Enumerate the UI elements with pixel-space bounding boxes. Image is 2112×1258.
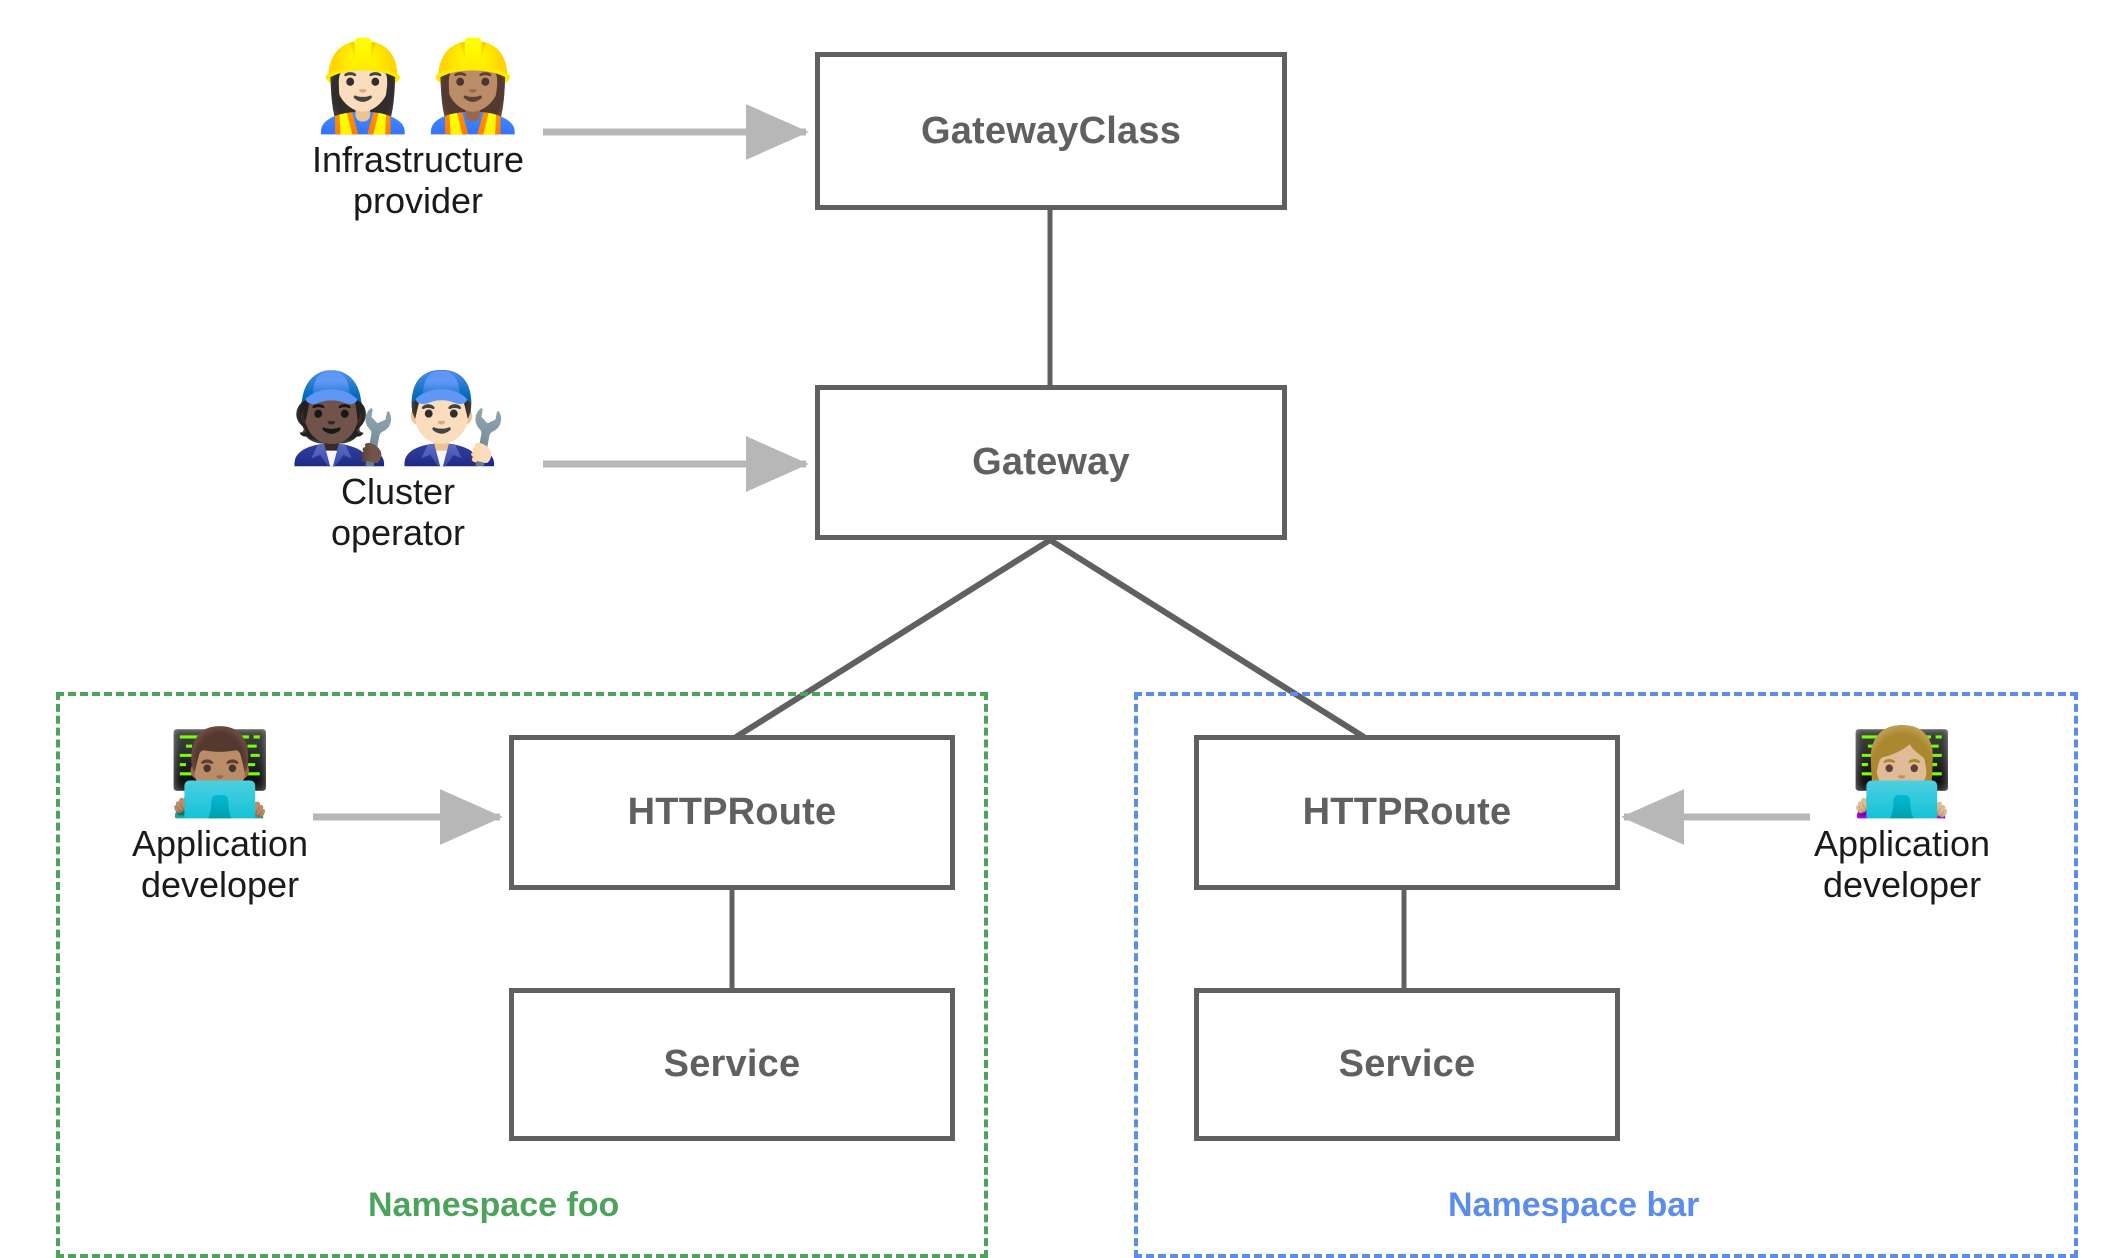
- persona-cluster-operator-label: Cluster operator: [330, 471, 466, 553]
- node-gateway-label: Gateway: [972, 441, 1130, 483]
- mechanic-pair-icon: 🧑🏿‍🔧👨🏻‍🔧: [288, 366, 508, 469]
- persona-application-developer-foo-label: Application developer: [131, 823, 309, 905]
- node-httproute-bar-label: HTTPRoute: [1302, 791, 1512, 833]
- namespace-bar-container: [1134, 692, 2078, 1258]
- node-service-bar[interactable]: Service: [1194, 988, 1620, 1141]
- namespace-foo-label: Namespace foo: [368, 1186, 620, 1224]
- node-httproute-bar[interactable]: HTTPRoute: [1194, 735, 1620, 890]
- node-gatewayclass[interactable]: GatewayClass: [815, 52, 1287, 210]
- node-gatewayclass-label: GatewayClass: [920, 109, 1182, 152]
- persona-infrastructure-provider-label: Infrastructure provider: [311, 139, 525, 221]
- persona-infrastructure-provider: 👷🏻‍♀️👷🏽‍♀️ Infrastructure provider: [238, 34, 598, 221]
- woman-technologist-icon: 👩🏼‍💻: [1849, 723, 1955, 821]
- man-technologist-icon: 👨🏽‍💻: [167, 723, 273, 821]
- persona-application-developer-bar-label: Application developer: [1813, 823, 1991, 905]
- namespace-bar-label: Namespace bar: [1448, 1186, 1700, 1224]
- node-service-bar-label: Service: [1338, 1043, 1476, 1085]
- node-httproute-foo[interactable]: HTTPRoute: [509, 735, 955, 890]
- node-service-foo[interactable]: Service: [509, 988, 955, 1141]
- woman-construction-worker-pair-icon: 👷🏻‍♀️👷🏽‍♀️: [308, 34, 528, 137]
- persona-cluster-operator: 🧑🏿‍🔧👨🏻‍🔧 Cluster operator: [218, 366, 578, 553]
- node-httproute-foo-label: HTTPRoute: [627, 791, 837, 833]
- persona-application-developer-bar: 👩🏼‍💻 Application developer: [1722, 728, 2082, 905]
- node-gateway[interactable]: Gateway: [815, 385, 1287, 540]
- node-service-foo-label: Service: [663, 1043, 801, 1085]
- namespace-foo-container: [56, 692, 988, 1258]
- persona-application-developer-foo: 👨🏽‍💻 Application developer: [40, 728, 400, 905]
